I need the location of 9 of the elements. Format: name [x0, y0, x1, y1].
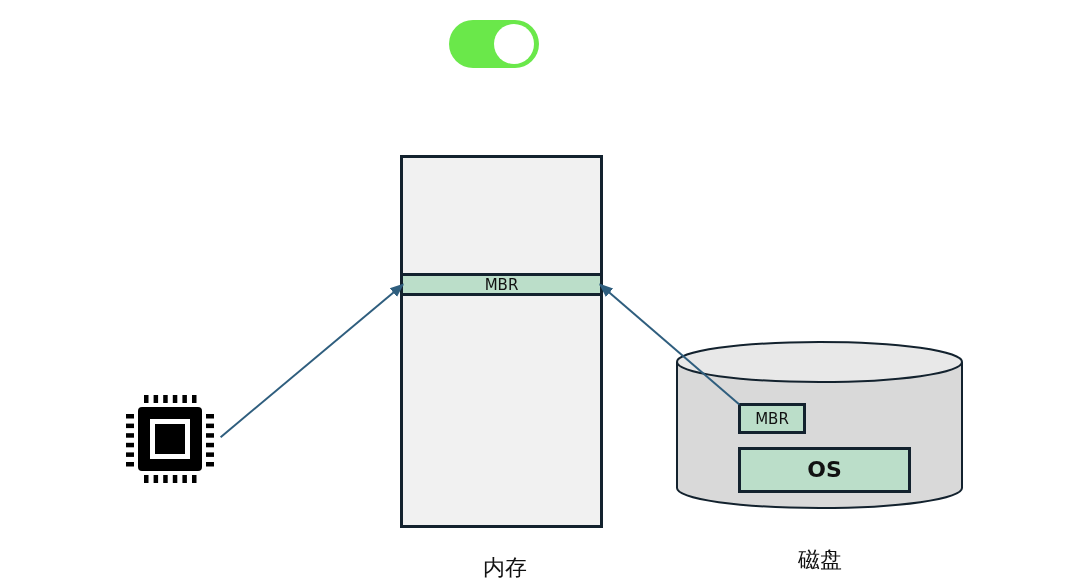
node-label: OS — [806, 459, 843, 481]
disk-region — [738, 447, 911, 493]
node-label: 内存 — [481, 554, 528, 580]
node-label: MBR — [754, 411, 790, 426]
node-label: MBR — [483, 277, 520, 292]
chip-icon — [124, 393, 216, 485]
memory-region — [403, 273, 600, 296]
disk-region — [738, 403, 806, 434]
node-label: 磁盘 — [797, 546, 843, 574]
